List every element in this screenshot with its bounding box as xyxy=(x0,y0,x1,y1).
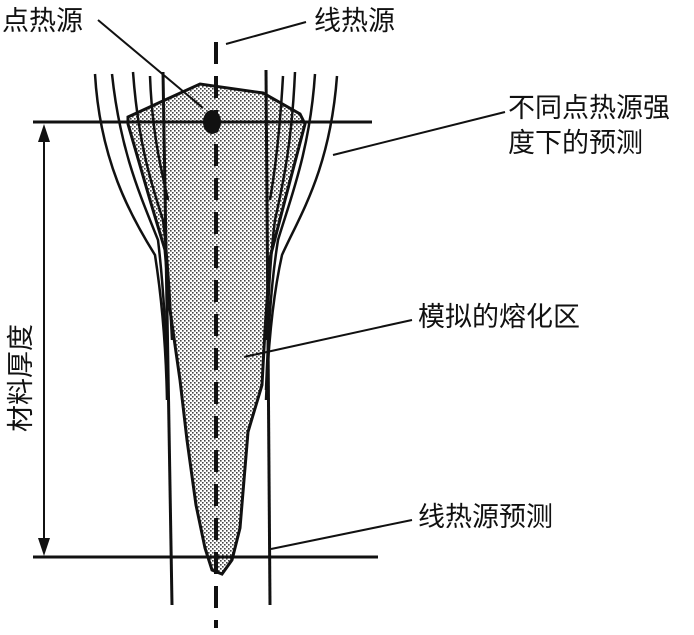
thickness-arrow-top xyxy=(38,124,50,142)
line-source-boundary-left xyxy=(161,71,174,606)
label-point-source: 点热源 xyxy=(2,6,83,37)
label-line-source: 线热源 xyxy=(314,6,395,37)
leader-line-source xyxy=(225,21,307,45)
thickness-arrow-bottom xyxy=(38,538,50,556)
label-prediction-line2: 度下的预测 xyxy=(508,128,643,159)
leader-simulated-zone xyxy=(243,319,413,358)
leader-lines xyxy=(97,19,506,550)
leader-point-source xyxy=(97,19,204,109)
label-line-prediction: 线热源预测 xyxy=(418,502,553,533)
label-simulated-zone: 模拟的熔化区 xyxy=(418,302,580,333)
leader-prediction xyxy=(332,111,506,156)
point-source-prediction-curves-left xyxy=(93,71,174,401)
label-thickness: 材料厚度 xyxy=(6,324,37,432)
label-prediction-line1: 不同点热源强 xyxy=(508,93,670,124)
leader-line-prediction xyxy=(270,519,413,550)
